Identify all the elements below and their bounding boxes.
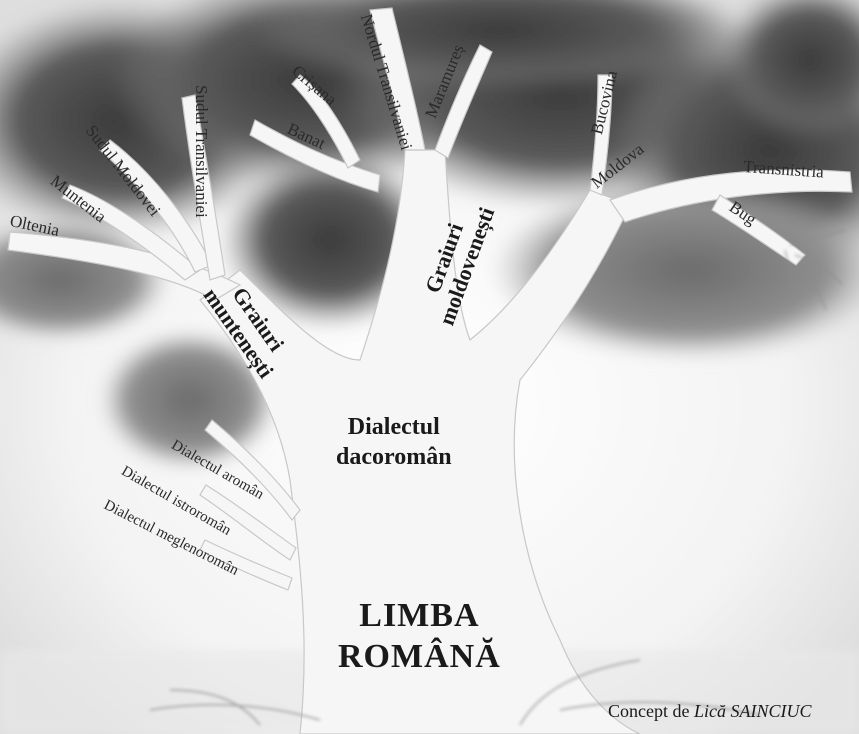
root-label-limba-romana: LIMBA ROMÂNĂ [338, 596, 501, 678]
trunk-line-1: Dialectul [336, 412, 452, 442]
trunk-line-2: dacoromân [336, 442, 452, 472]
credit-author: Lică SAINCIUC [694, 701, 812, 721]
root-line-1: LIMBA [338, 596, 501, 637]
credit-prefix: Concept de [608, 701, 694, 721]
branch-label-sudul-transilvaniei: Sudul Transilvaniei [193, 85, 210, 218]
trunk-label-dialectul-dacoroman: Dialectul dacoromân [336, 412, 452, 472]
credit-line: Concept de Lică SAINCIUC [608, 702, 812, 720]
root-line-2: ROMÂNĂ [338, 637, 501, 678]
